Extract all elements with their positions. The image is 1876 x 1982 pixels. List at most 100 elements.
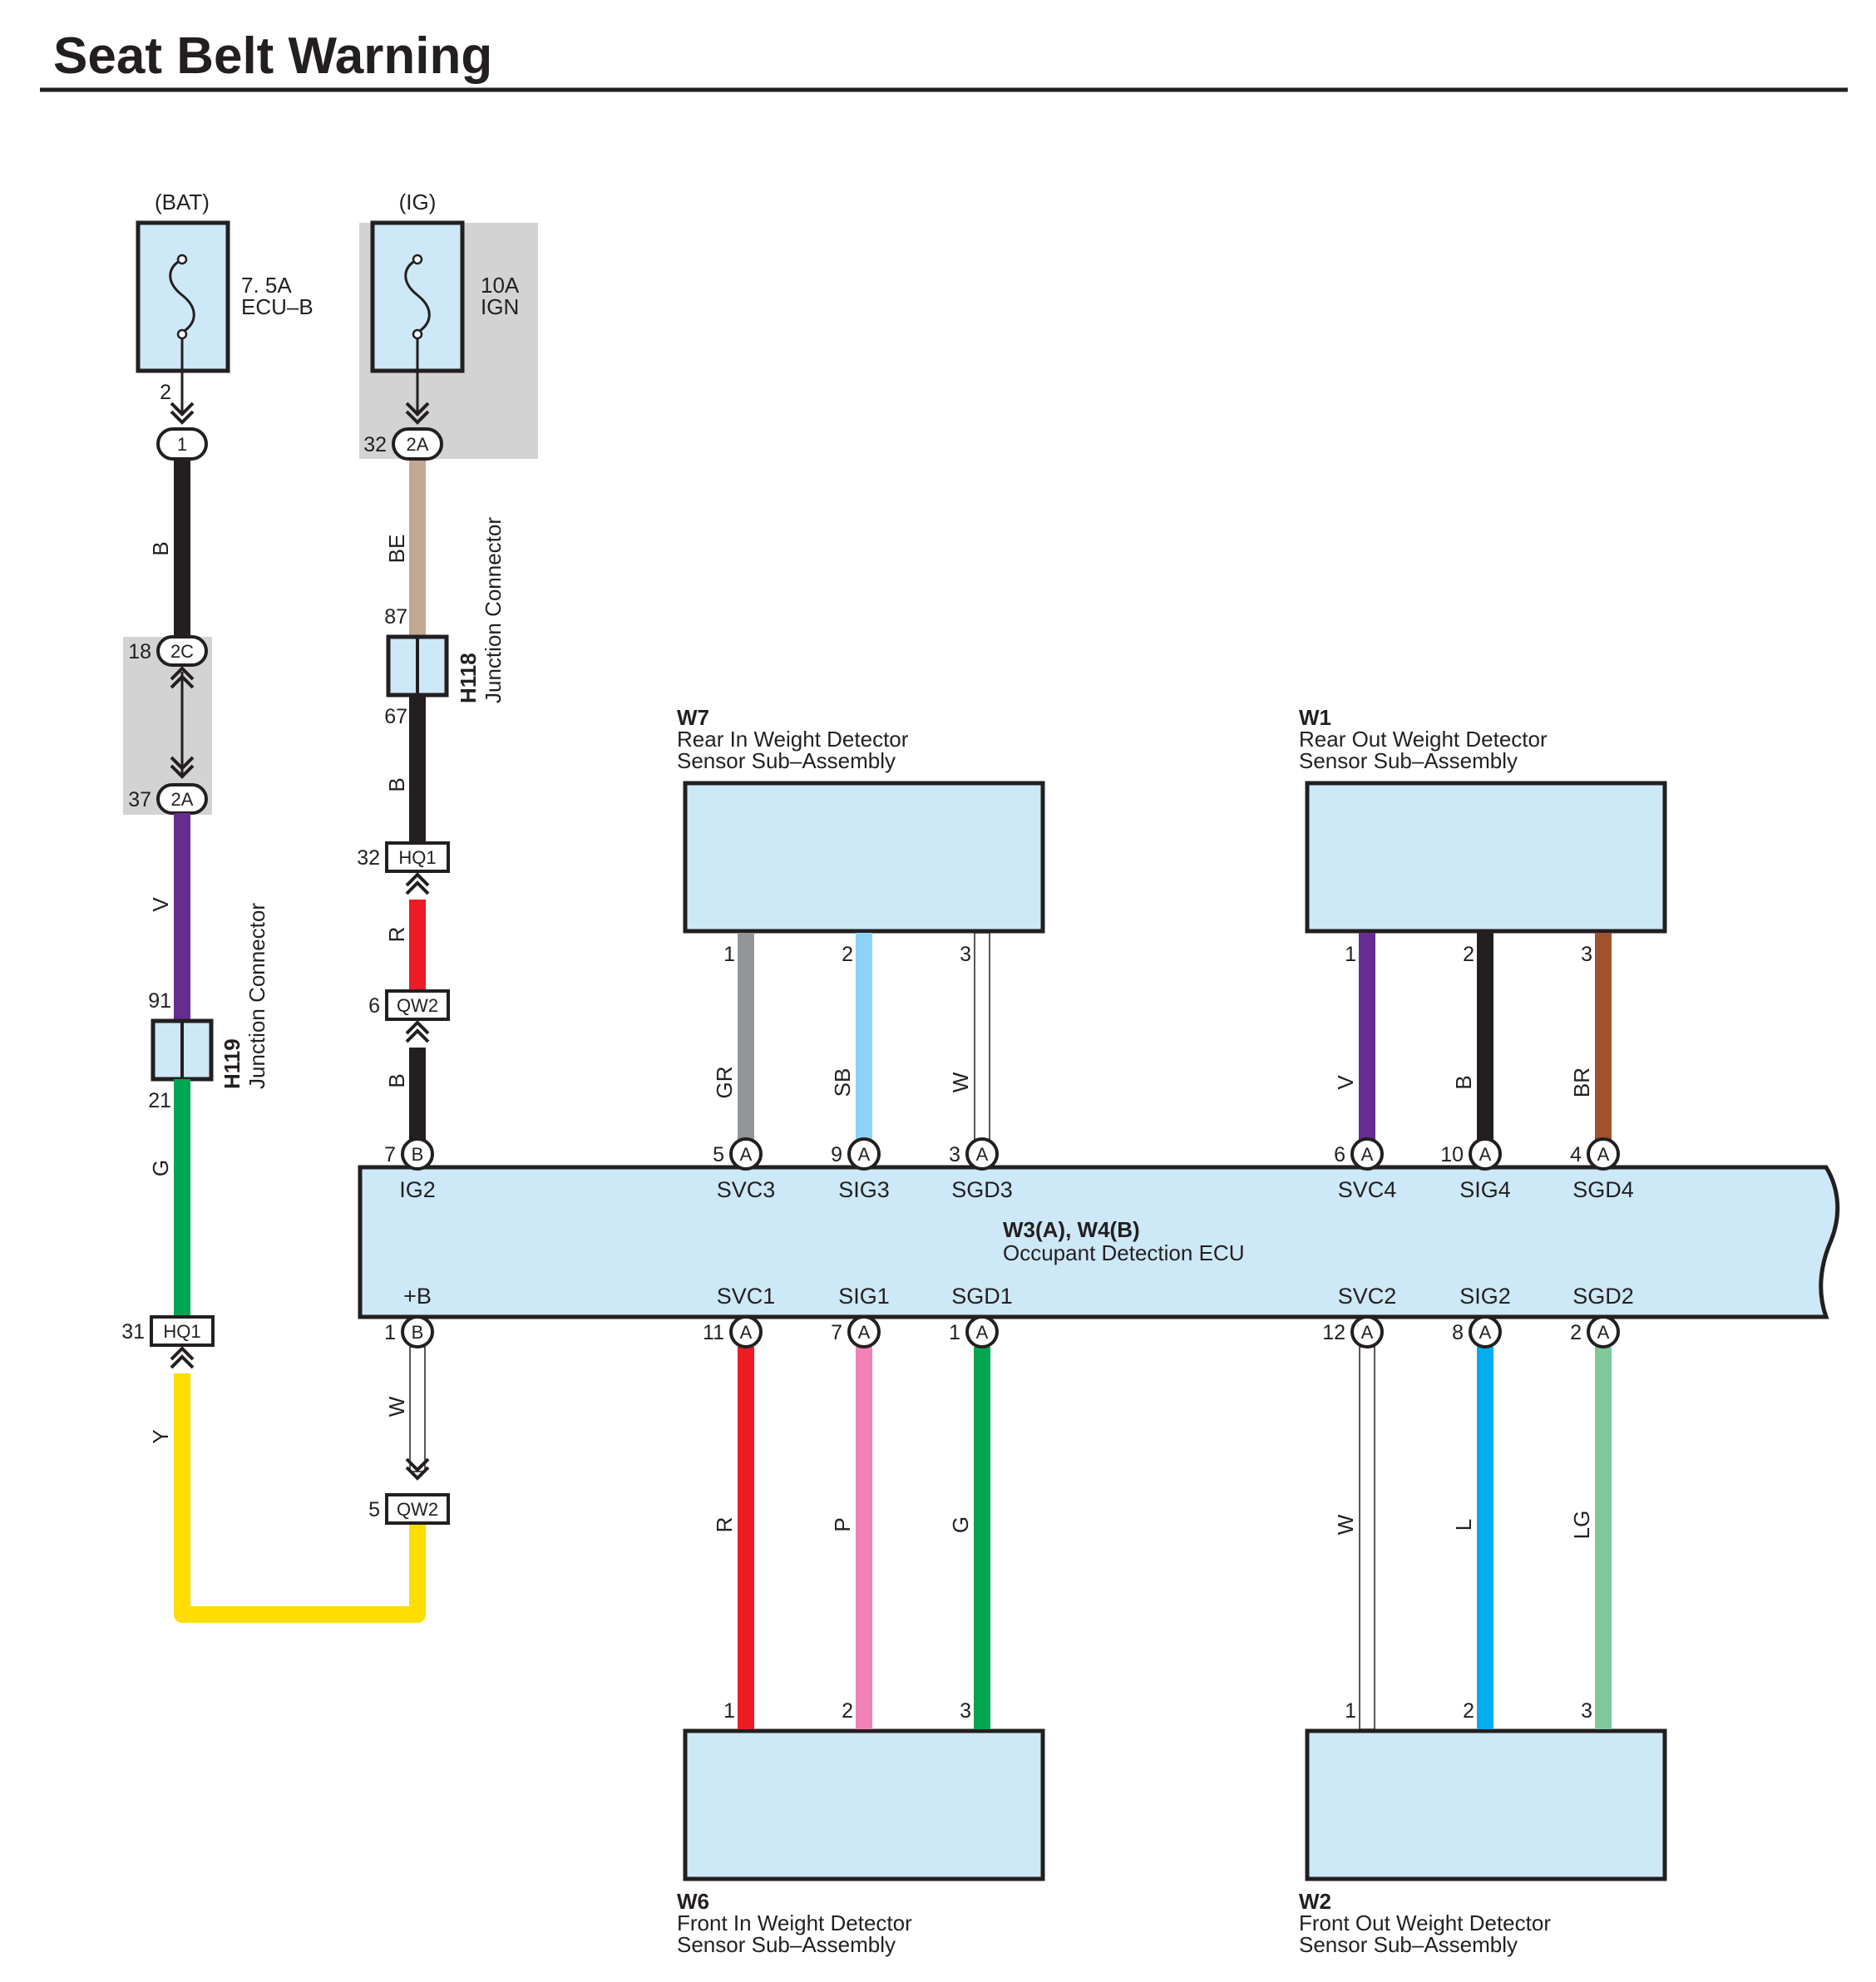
connector-1 [156,427,208,461]
fuse-terminal [412,328,423,340]
wire-color-label: BE [384,535,409,564]
pin-label: 37 [128,788,151,811]
sensor-w6-code: W6 [677,1889,709,1914]
sensor-w6-box [683,1728,1045,1881]
sensor-w1-subname: Sensor Sub–Assembly [1299,748,1518,773]
ecu-terminal-conn: A [1479,1322,1492,1343]
wire-color-label: BR [1569,1067,1594,1097]
fuse-terminal [412,254,423,265]
pin-label: 1 [949,1321,960,1344]
ecu-terminal: A6 [1334,1137,1384,1171]
pin-label: 32 [357,846,380,870]
pin-label: 87 [384,605,407,629]
ecu-terminal-conn: B [412,1144,424,1165]
ecu-signal-sgd2: SGD2 [1572,1284,1634,1309]
ecu-signal-sgd1: SGD1 [951,1284,1013,1309]
wire-color-label: B [384,777,409,791]
sensor-w2-code: W2 [1299,1889,1331,1914]
wire-color-label: B [148,541,173,555]
connector-2a-left-label: 2A [171,789,194,810]
ecu-terminal: A3 [949,1137,999,1171]
fuse-ecu-b-rating: 7. 5A [241,273,292,298]
pin-label: 3 [960,943,971,966]
connector-2a-mid [392,427,443,461]
ig-label: (IG) [399,190,437,214]
pin-label: 2 [1570,1321,1582,1344]
sensor-w7-wires: 1 2 3 GR SB W [712,932,990,1141]
junction-h119-code: H119 [220,1038,244,1089]
ecu-terminal: A4 [1570,1137,1620,1171]
sensor-w2-box [1305,1728,1667,1881]
pin-label: 7 [831,1321,842,1344]
pin-label: 4 [1570,1143,1582,1166]
ecu-signal-plus-b: +B [403,1284,432,1309]
wire-color-label: B [384,1073,409,1087]
junction-h118-code: H118 [456,653,481,703]
connector-arrow-icon [170,1347,195,1369]
sensor-w1-box [1305,781,1667,934]
ecu-signal-sig1: SIG1 [838,1284,890,1309]
ecu-top-terminals: B7 A5 A9 A3 A6 A10 A4 [384,1137,1620,1171]
pin-label: 1 [384,1321,396,1344]
sensor-w1-code: W1 [1299,705,1331,730]
ecu-terminal-conn: A [976,1322,989,1343]
sensor-w1-wires: 1 2 3 V B BR [1333,933,1612,1141]
wire-color-label: L [1451,1519,1476,1531]
wire-color-label: W [384,1396,409,1417]
pin-label: 18 [128,640,151,663]
pin-label: 5 [713,1143,724,1166]
ecu-terminal: A9 [831,1137,881,1171]
pin-label: 10 [1440,1143,1464,1166]
pin-label: 1 [1345,943,1356,966]
junction-h119-name: Junction Connector [244,903,269,1089]
ecu-terminal-conn: A [858,1144,871,1165]
sensor-w7-name: Rear In Weight Detector [677,727,909,752]
pin-label: 91 [148,989,171,1013]
pin-label: 3 [1581,1699,1592,1723]
pin-label: 1 [723,943,735,966]
sensor-w6-wires: 1 2 3 R P G [712,1347,990,1729]
pin-label: 2 [1463,1699,1474,1723]
wire-color-label: GR [712,1067,737,1099]
sensor-w6-subname: Sensor Sub–Assembly [677,1932,896,1957]
sensor-w6-name: Front In Weight Detector [677,1911,912,1935]
pin-label: 9 [831,1143,842,1166]
pin-label: 31 [121,1320,145,1344]
pin-label: 5 [368,1498,380,1521]
pin-label: 6 [368,994,380,1018]
connector-qw2-6 [385,989,450,1021]
pin-label: 32 [363,433,387,456]
ecu-signal-sig3: SIG3 [838,1177,890,1202]
pin-label: 67 [384,705,407,728]
wire-color-label: W [948,1072,973,1092]
ecu-terminal-conn: A [976,1144,989,1165]
connector-arrow-icon [405,873,430,895]
ecu-signal-ig2: IG2 [399,1177,436,1202]
wire-w-mid [409,1346,426,1472]
wire-color-label: W [1333,1514,1358,1535]
ecu-terminal: B1 [384,1315,434,1348]
pin-label: 3 [960,1699,971,1723]
ecu-terminal-conn: A [1479,1144,1492,1165]
fuse-ign-name: IGN [481,294,519,319]
ecu-box [358,1165,1840,1319]
pin-label: 1 [723,1699,735,1723]
wire-color-label: G [148,1160,173,1176]
connector-hq1-label: HQ1 [398,847,436,868]
ecu-signal-svc2: SVC2 [1338,1284,1397,1309]
sensor-w1-name: Rear Out Weight Detector [1299,727,1548,752]
bat-label: (BAT) [155,190,210,214]
ecu-terminal-conn: A [1361,1322,1374,1343]
ecu-name: Occupant Detection ECU [1003,1240,1244,1265]
ecu-terminal: B7 [384,1137,434,1171]
wire-w [974,932,990,1141]
pin-label: 1 [1345,1699,1356,1723]
ecu-terminal: A7 [831,1315,881,1348]
pin-label: 2 [160,381,171,404]
connector-1-label: 1 [177,434,187,455]
ecu-terminal-conn: A [1361,1144,1374,1165]
connector-2c-label: 2C [170,641,194,662]
pin-label: 3 [1581,943,1592,966]
wire-color-label: R [384,927,409,943]
pin-label: 8 [1452,1321,1464,1344]
